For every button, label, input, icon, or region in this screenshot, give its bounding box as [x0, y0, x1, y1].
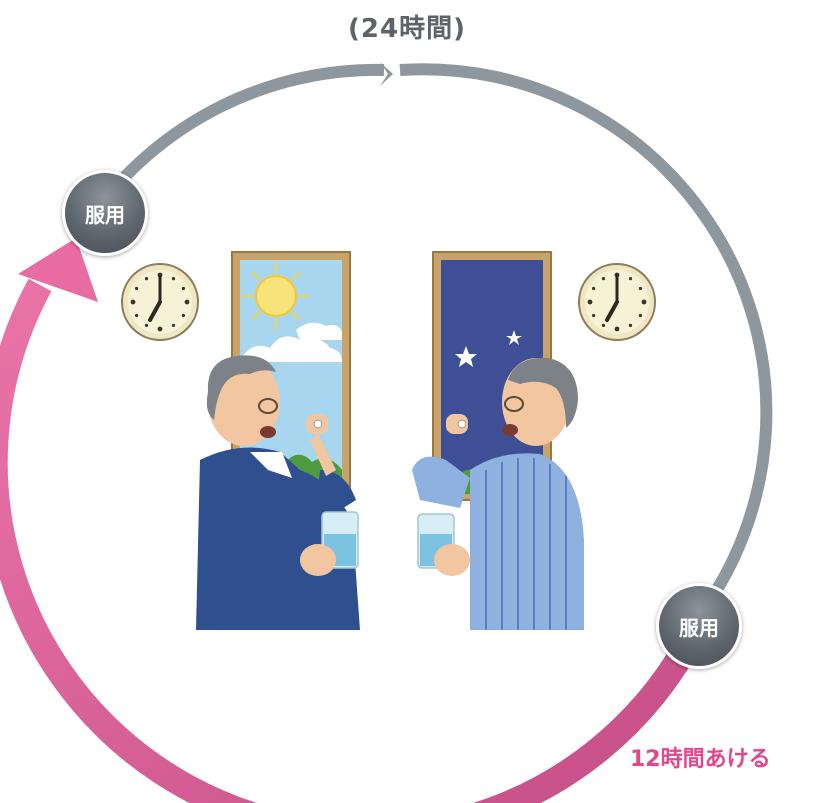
dose-badge-bottom: 服用: [656, 583, 742, 669]
dose-badge-label: 服用: [85, 202, 125, 227]
cycle-duration-title: (24時間): [348, 14, 466, 44]
cycle-arrow-head: [380, 62, 393, 86]
dose-badge-label: 服用: [679, 615, 719, 640]
man-taking-medicine-day: [196, 355, 360, 630]
interval-arc: [0, 278, 702, 803]
cycle-arc-left: [93, 63, 385, 212]
clock-icon: [121, 263, 199, 341]
star-icon: [455, 346, 477, 367]
interval-label: 12時間あける: [630, 747, 771, 772]
clock-icon: [578, 263, 656, 341]
cycle-arc-right: [399, 63, 773, 612]
interval-arrow-head: [18, 238, 98, 302]
dose-badge-top: 服用: [62, 170, 148, 256]
man-taking-medicine-night: [412, 357, 584, 630]
sun-icon: [242, 262, 310, 330]
star-icon: [506, 330, 522, 345]
